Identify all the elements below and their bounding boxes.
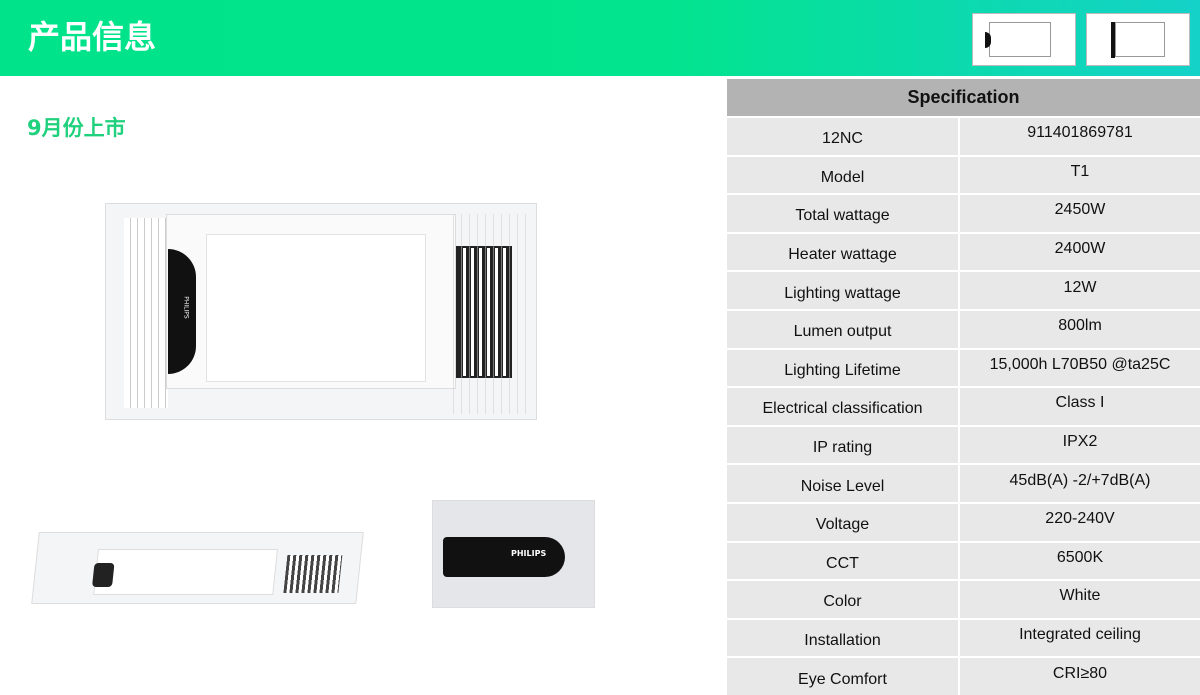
- product-image-front: PHILIPS: [105, 203, 537, 420]
- spec-value: Integrated ceiling: [960, 619, 1200, 657]
- spec-table-header: Specification: [727, 79, 1200, 116]
- spec-label: Electrical classification: [727, 388, 958, 425]
- product-thumbnail-2[interactable]: [1086, 13, 1190, 66]
- spec-label: Noise Level: [727, 465, 958, 502]
- spec-label: Lighting Lifetime: [727, 349, 958, 387]
- spec-label: Model: [727, 156, 958, 194]
- spec-value: IPX2: [960, 426, 1200, 464]
- spec-value: 800lm: [960, 310, 1200, 348]
- spec-value: 12W: [960, 272, 1200, 309]
- brand-logo: PHILIPS: [182, 296, 190, 319]
- detail-brand-logo: PHILIPS: [511, 549, 547, 558]
- spec-label: Total wattage: [727, 195, 958, 232]
- spec-value: 2400W: [960, 233, 1200, 271]
- spec-value: CRI≥80: [960, 658, 1200, 695]
- spec-label: Lighting wattage: [727, 272, 958, 309]
- product-image-angled: [31, 532, 364, 604]
- product-image-detail: PHILIPS: [432, 500, 595, 608]
- spec-value: T1: [960, 156, 1200, 194]
- spec-value: 15,000h L70B50 @ta25C: [960, 349, 1200, 387]
- spec-label: IP rating: [727, 426, 958, 464]
- spec-label: Installation: [727, 619, 958, 657]
- spec-value: 2450W: [960, 195, 1200, 232]
- spec-label: CCT: [727, 542, 958, 580]
- spec-value: White: [960, 581, 1200, 618]
- spec-label: Lumen output: [727, 310, 958, 348]
- page-title: 产品信息: [28, 18, 157, 56]
- spec-value: Class I: [960, 388, 1200, 425]
- product-thumbnail-1[interactable]: [972, 13, 1076, 66]
- spec-label: Eye Comfort: [727, 658, 958, 695]
- spec-label: 12NC: [727, 118, 958, 155]
- header-banner: 产品信息: [0, 0, 1200, 76]
- spec-label: Heater wattage: [727, 233, 958, 271]
- spec-value: 220-240V: [960, 503, 1200, 541]
- spec-value: 6500K: [960, 542, 1200, 580]
- spec-value: 911401869781: [960, 118, 1200, 155]
- spec-label: Color: [727, 581, 958, 618]
- spec-value: 45dB(A) -2/+7dB(A): [960, 465, 1200, 502]
- launch-date-label: 9月份上市: [27, 116, 126, 140]
- spec-label: Voltage: [727, 503, 958, 541]
